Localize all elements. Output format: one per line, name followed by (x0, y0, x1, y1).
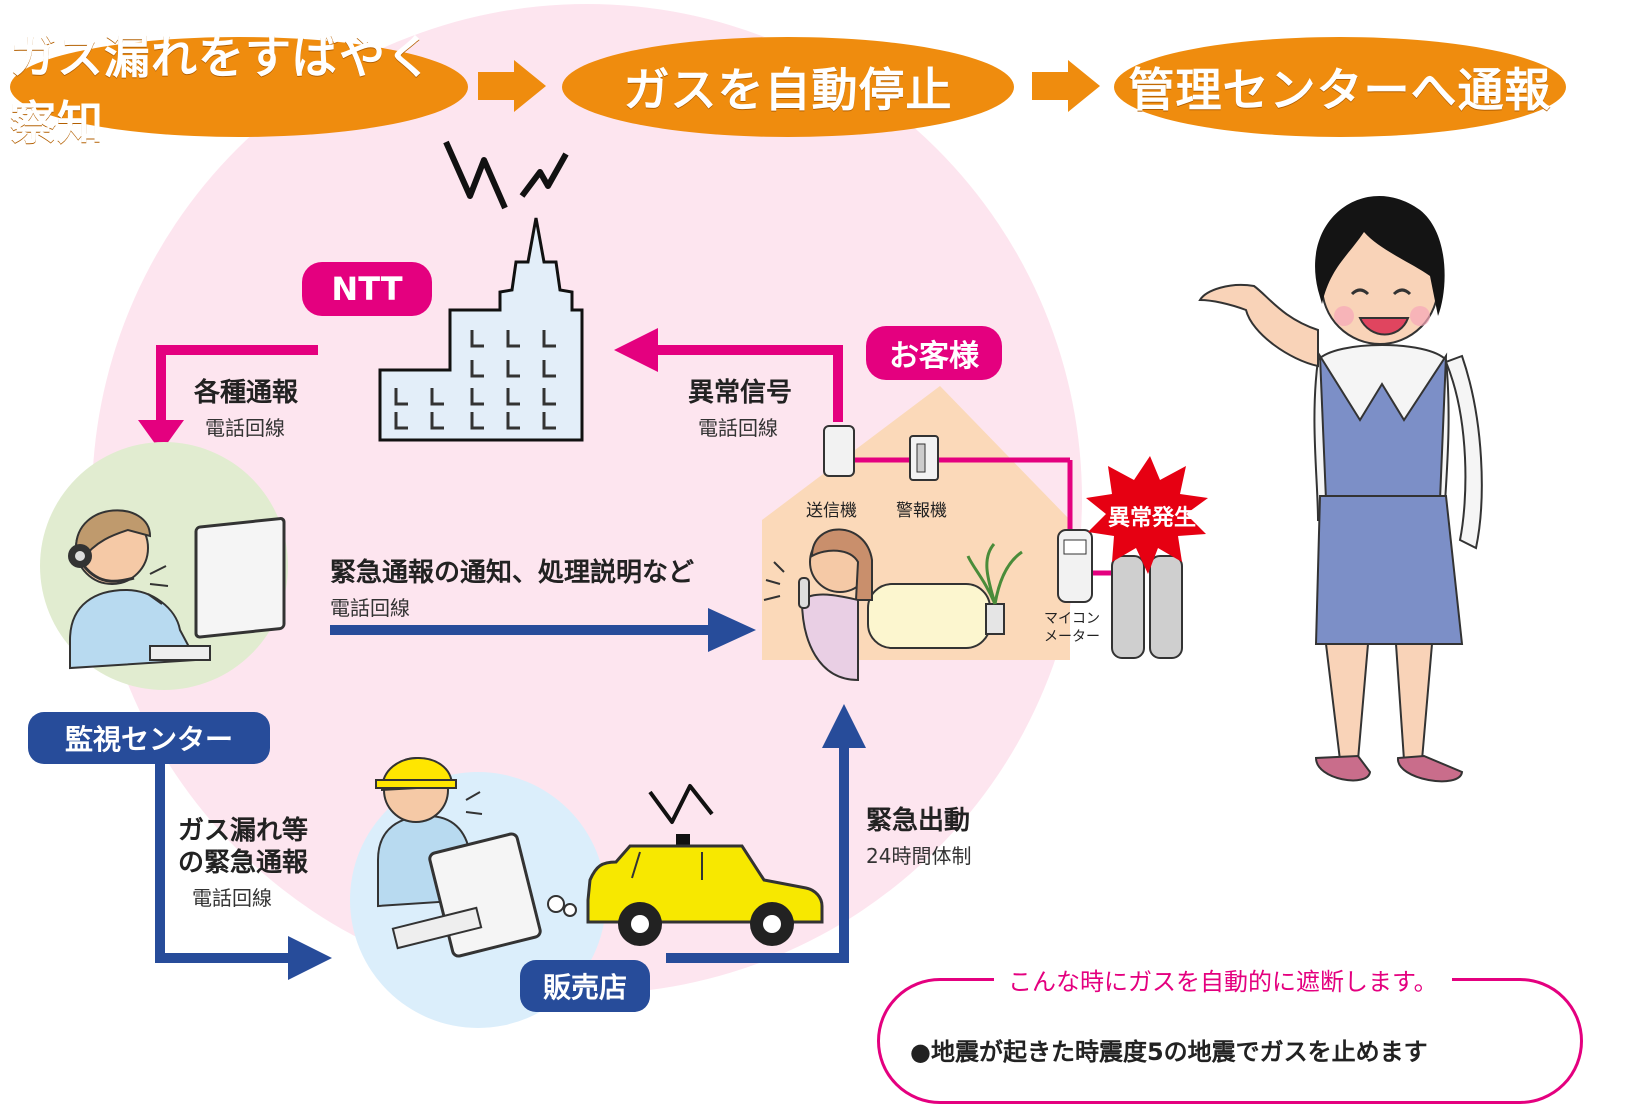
shop-worker-icon (375, 757, 542, 958)
phone-line-label: 電話回線 (698, 416, 778, 440)
monitor-center-tag-label: 監視センター (64, 723, 233, 756)
abnormal-burst-icon (1086, 456, 1208, 574)
phone-line-label: 電話回線 (205, 416, 285, 440)
gas-leak-label-line2: の緊急通報 (178, 848, 309, 878)
emergency-notice-label: 緊急通報の通知、処理説明など (330, 558, 695, 588)
transmitter-label: 送信機 (806, 501, 857, 521)
phone-line-label: 電話回線 (192, 886, 272, 910)
step-report-label: 管理センターへ通報 (1128, 63, 1552, 117)
dispatch-hours-label: 24時間体制 (866, 844, 972, 868)
customer-tag-label: お客様 (889, 339, 979, 374)
step-detect-pill: ガス漏れをすばやく察知 (10, 30, 468, 150)
monitor-center-tag: 監視センター (28, 712, 270, 764)
customer-tag: お客様 (866, 326, 1002, 380)
ntt-tag-label: NTT (331, 270, 403, 308)
abnormal-signal-label: 異常信号 (688, 378, 793, 408)
step-detect-label: ガス漏れをすばやく察知 (10, 30, 433, 150)
receptionist-icon (1198, 196, 1483, 783)
arrow-right-icon (1032, 60, 1100, 112)
house-icon (762, 386, 1183, 682)
ntt-tag: NTT (302, 262, 432, 316)
flow-illustration (40, 140, 1483, 1028)
shop-tag: 販売店 (520, 960, 650, 1012)
meter-label-line2: メーター (1044, 629, 1100, 645)
auto-shutoff-note-title: こんな時にガスを自動的に遮断します。 (994, 962, 1452, 997)
gas-leak-label-line1: ガス漏れ等 (178, 816, 309, 846)
auto-shutoff-note-item: ●地震が起きた時震度5の地震でガスを止めます (910, 1038, 1428, 1066)
step-stop-label: ガスを自動停止 (623, 63, 953, 117)
meter-label-line1: マイコン (1044, 611, 1100, 627)
various-reports-label: 各種通報 (194, 378, 299, 408)
shop-tag-label: 販売店 (542, 971, 627, 1004)
step-stop-pill: ガスを自動停止 (562, 37, 1014, 137)
car-icon (547, 784, 824, 946)
arrow-right-icon (478, 60, 546, 112)
phone-line-label: 電話回線 (330, 596, 410, 620)
diagram-stage: ガス漏れをすばやく察知 ガスを自動停止 管理センターへ通報 (10, 4, 1583, 1104)
ntt-building-icon (378, 140, 584, 442)
alarm-label: 警報機 (896, 501, 947, 521)
operator-icon (68, 509, 286, 670)
abnormal-label: 異常発生 (1108, 506, 1197, 531)
step-report-pill: 管理センターへ通報 (1114, 37, 1566, 137)
dispatch-label: 緊急出動 (866, 806, 971, 836)
